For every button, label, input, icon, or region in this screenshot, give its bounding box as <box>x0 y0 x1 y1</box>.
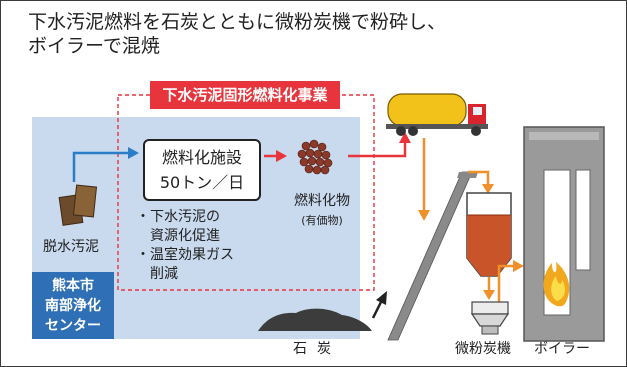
facility-name: 燃料化施設 <box>161 148 242 167</box>
mill-label: 微粉炭機 <box>455 341 511 357</box>
silo-icon <box>466 192 512 277</box>
sludge-label: 脱水汚泥 <box>43 239 99 255</box>
effects-list: ・下水汚泥の 資源化促進 ・温室効果ガス 削減 <box>136 208 234 284</box>
business-label: 下水汚泥固形燃料化事業 <box>150 81 340 109</box>
conveyor-to-silo-arrow <box>468 170 494 194</box>
flame-icon <box>543 262 570 307</box>
silo-to-mill-arrow <box>483 277 495 300</box>
effect-line-2: 資源化促進 <box>136 228 220 244</box>
title-line-1: 下水汚泥燃料を石炭とともに微粉炭機で粉砕し、 <box>28 11 447 33</box>
effect-line-3: ・温室効果ガス <box>136 247 234 263</box>
product-to-truck-arrow <box>348 132 411 158</box>
facility-capacity: 50トン／日 <box>159 173 245 192</box>
coal-label: 石炭 <box>293 341 341 357</box>
sludge-to-facility-arrow <box>72 147 139 182</box>
mill-to-boiler-arrow <box>497 260 524 304</box>
center-line-1: 熊本市 <box>52 278 94 294</box>
coal-to-conveyor-arrow <box>371 291 387 319</box>
coal-pile-icon <box>258 308 372 331</box>
product-name: 燃料化物 <box>294 193 350 209</box>
effect-line-1: ・下水汚泥の <box>136 209 220 225</box>
boiler-label: ボイラー <box>534 341 590 357</box>
facility-to-product-arrow <box>264 150 287 162</box>
center-line-3: センター <box>45 318 101 334</box>
center-line-2: 南部浄化 <box>45 298 101 314</box>
fuel-product-label: 燃料化物 (有価物) <box>284 190 360 228</box>
effect-line-4: 削減 <box>136 266 178 282</box>
fuel-pellets-icon <box>297 139 333 175</box>
title-line-2: ボイラーで混焼 <box>28 35 160 57</box>
boiler-icon <box>523 126 605 342</box>
treatment-center-badge: 熊本市 南部浄化 センター <box>32 272 114 339</box>
conveyor-icon <box>387 171 478 341</box>
fuel-facility-box: 燃料化施設 50トン／日 <box>143 139 261 201</box>
tank-truck-icon <box>386 93 488 136</box>
diagram-title: 下水汚泥燃料を石炭とともに微粉炭機で粉砕し、 ボイラーで混焼 <box>28 10 588 58</box>
sludge-cake-icon <box>58 184 98 226</box>
truck-to-silo-arrow <box>418 138 430 221</box>
product-note: (有価物) <box>301 214 343 227</box>
mill-icon <box>470 301 510 335</box>
